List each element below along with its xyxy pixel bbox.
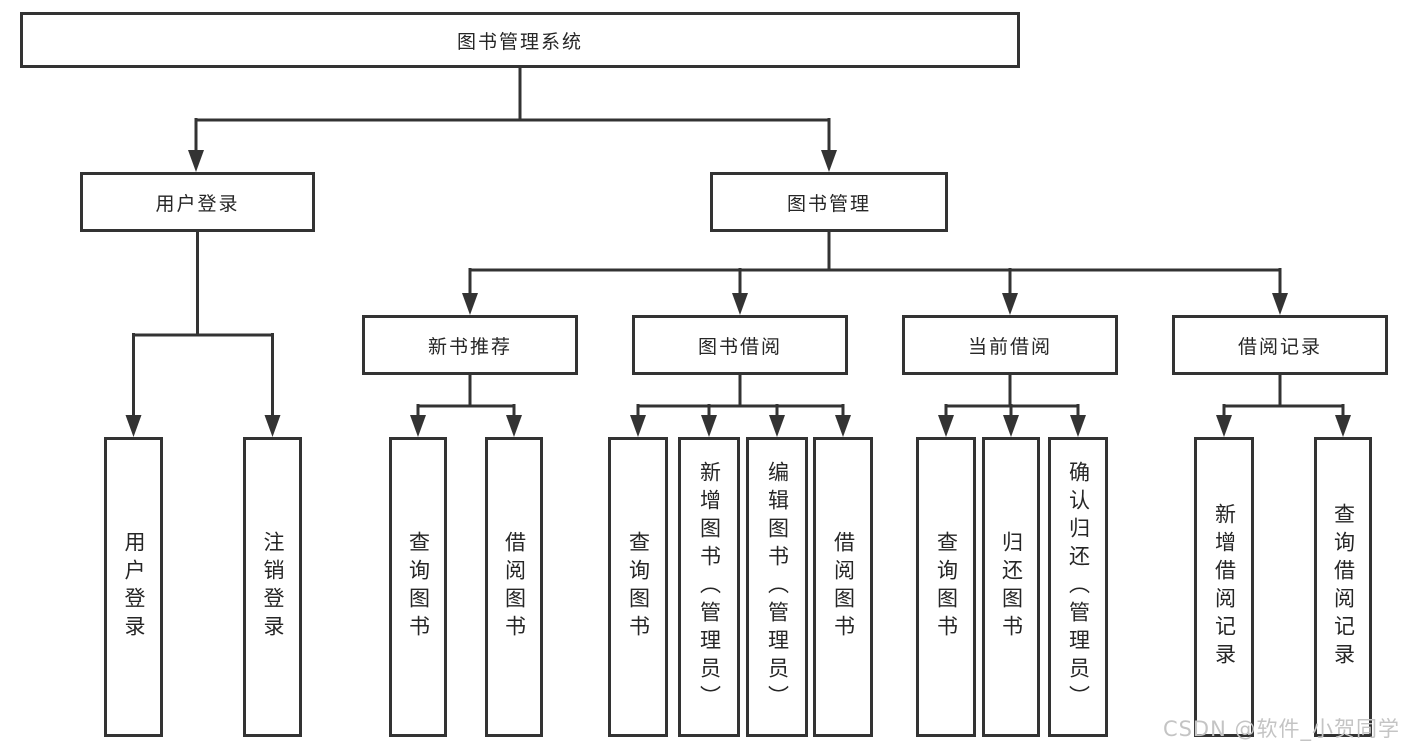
edge-new-book-to-leaves (416, 375, 516, 425)
node-book-management: 图书管理 (710, 172, 948, 232)
arrowhead (1002, 293, 1018, 315)
arrowhead (506, 415, 522, 437)
leaf-user-login: 用户登录 (104, 437, 163, 737)
csdn-watermark: CSDN @软件_小贺同学 (1162, 717, 1400, 741)
leaf-query-books-1-label: 查询图书 (406, 531, 431, 643)
node-user-login: 用户登录 (80, 172, 315, 232)
leaf-query-books-3: 查询图书 (916, 437, 976, 737)
leaf-query-borrow-record-label: 查询借阅记录 (1331, 503, 1356, 671)
node-borrow-records: 借阅记录 (1172, 315, 1388, 375)
node-current-borrow: 当前借阅 (902, 315, 1118, 375)
node-user-login-label: 用户登录 (155, 192, 240, 215)
node-root-label: 图书管理系统 (456, 30, 583, 53)
leaf-borrow-books-2-label: 借阅图书 (831, 531, 856, 643)
leaf-logout: 注销登录 (243, 437, 302, 737)
leaf-query-books-2-label: 查询图书 (626, 531, 651, 643)
arrowhead (125, 415, 142, 437)
node-book-borrow: 图书借阅 (632, 315, 848, 375)
node-root: 图书管理系统 (20, 12, 1020, 68)
leaf-query-books-2: 查询图书 (608, 437, 668, 737)
arrowhead (630, 415, 646, 437)
arrowheads (125, 150, 1351, 437)
leaf-return-books: 归还图书 (982, 437, 1040, 737)
leaf-query-books-1: 查询图书 (389, 437, 447, 737)
arrowhead (1003, 415, 1019, 437)
arrowhead (1070, 415, 1086, 437)
arrowhead (1335, 415, 1351, 437)
leaf-logout-label: 注销登录 (261, 531, 285, 643)
node-book-borrow-label: 图书借阅 (697, 335, 782, 358)
arrowhead (821, 150, 837, 172)
leaf-edit-books-admin: 编辑图书（管理员） (746, 437, 808, 737)
node-borrow-records-label: 借阅记录 (1237, 335, 1322, 358)
leaf-confirm-return-admin: 确认归还（管理员） (1048, 437, 1108, 737)
leaf-edit-books-admin-label: 编辑图书（管理员） (765, 461, 790, 713)
leaf-query-borrow-record: 查询借阅记录 (1314, 437, 1372, 737)
edge-book-management-to-level3 (468, 230, 1282, 303)
leaf-confirm-return-admin-label: 确认归还（管理员） (1066, 461, 1091, 713)
arrowhead (732, 293, 748, 315)
node-new-book-recommend-label: 新书推荐 (427, 335, 512, 358)
leaf-user-login-label: 用户登录 (122, 531, 146, 643)
leaf-add-books-admin: 新增图书（管理员） (678, 437, 740, 737)
arrowhead (701, 415, 717, 437)
tree-edges (132, 68, 1345, 425)
arrowhead (938, 415, 954, 437)
node-new-book-recommend: 新书推荐 (362, 315, 578, 375)
edge-user-login-to-leaves (132, 232, 274, 425)
edge-current-borrow-to-leaves (944, 375, 1080, 425)
arrowhead (1272, 293, 1288, 315)
edge-borrow-records-to-leaves (1222, 375, 1345, 425)
leaf-add-borrow-record: 新增借阅记录 (1194, 437, 1254, 737)
edge-book-borrow-to-leaves (636, 375, 845, 425)
leaf-borrow-books-2: 借阅图书 (813, 437, 873, 737)
arrowhead (1216, 415, 1232, 437)
leaf-borrow-books-1: 借阅图书 (485, 437, 543, 737)
leaf-return-books-label: 归还图书 (999, 531, 1024, 643)
edge-root-to-level2 (194, 68, 831, 158)
arrowhead (769, 415, 785, 437)
arrowhead (462, 293, 478, 315)
arrowhead (410, 415, 426, 437)
arrowhead (264, 415, 281, 437)
arrowhead (188, 150, 204, 172)
leaf-borrow-books-1-label: 借阅图书 (502, 531, 527, 643)
arrowhead (835, 415, 851, 437)
leaf-query-books-3-label: 查询图书 (934, 531, 959, 643)
node-current-borrow-label: 当前借阅 (967, 335, 1052, 358)
leaf-add-borrow-record-label: 新增借阅记录 (1212, 503, 1237, 671)
node-book-management-label: 图书管理 (786, 192, 871, 215)
leaf-add-books-admin-label: 新增图书（管理员） (697, 461, 722, 713)
